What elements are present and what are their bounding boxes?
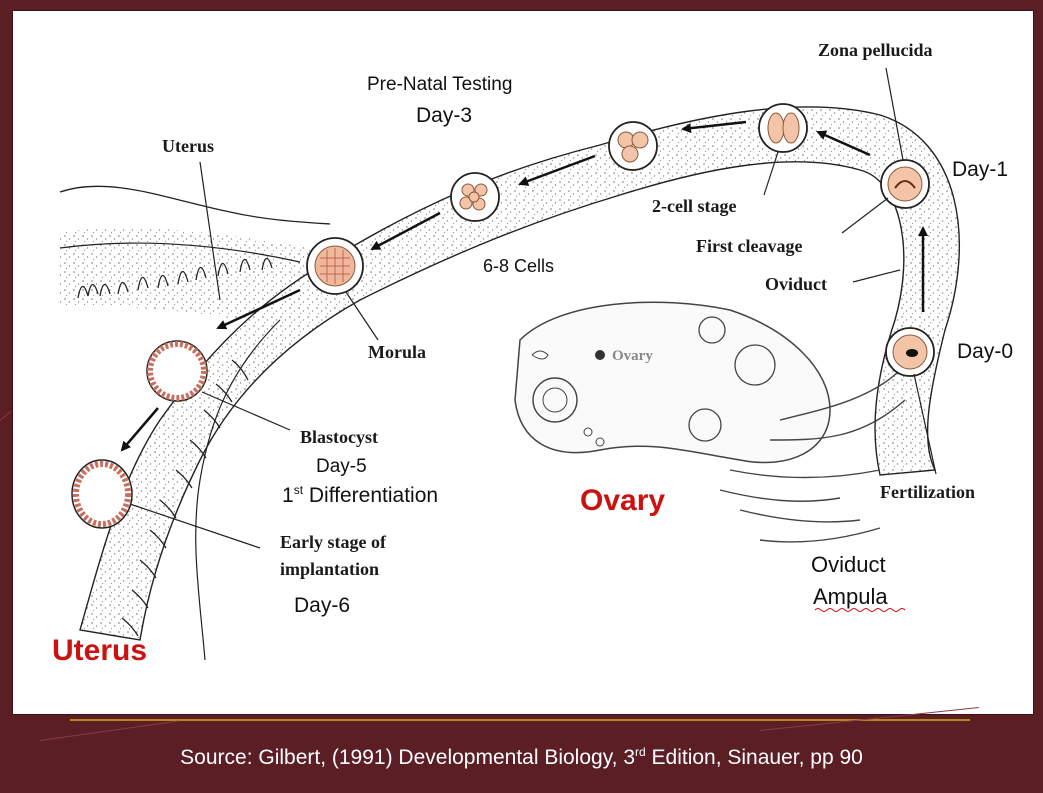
label-6-8-cells: 6-8 Cells — [483, 256, 554, 276]
uterine-wall-outline — [60, 186, 330, 224]
zygote-day1 — [881, 160, 929, 208]
label-ovary-small: Ovary — [612, 348, 653, 364]
label-oviduct-ampula-2: Ampula — [813, 584, 888, 609]
zygote-day0 — [886, 328, 934, 376]
label-uterus-big: Uterus — [52, 634, 147, 667]
label-early-stage-2: implantation — [280, 559, 379, 579]
ovary-illustration — [515, 302, 830, 462]
morula-embryo — [307, 238, 363, 294]
label-fertilization: Fertilization — [880, 482, 975, 502]
label-first-differentiation: 1st Differentiation — [282, 483, 438, 507]
two-cell-embryo — [759, 104, 807, 152]
label-oviduct: Oviduct — [765, 274, 827, 294]
label-day3: Day-3 — [416, 104, 472, 127]
implanting-embryo — [72, 460, 132, 528]
label-day5: Day-5 — [316, 456, 367, 477]
label-day6: Day-6 — [294, 594, 350, 617]
label-prenatal-testing: Pre-Natal Testing — [367, 74, 512, 95]
four-cell-embryo — [609, 122, 657, 170]
eight-cell-embryo — [451, 173, 499, 221]
source-citation: Source: Gilbert, (1991) Developmental Bi… — [0, 745, 1043, 770]
label-oviduct-ampula-1: Oviduct — [811, 552, 886, 577]
label-uterus-small: Uterus — [162, 136, 214, 156]
label-zona-pellucida: Zona pellucida — [818, 40, 933, 60]
label-ovary-big: Ovary — [580, 484, 665, 517]
label-day1: Day-1 — [952, 158, 1008, 181]
label-early-stage-1: Early stage of — [280, 532, 387, 552]
label-day0: Day-0 — [957, 340, 1013, 363]
label-blastocyst: Blastocyst — [300, 427, 378, 447]
label-2-cell-stage: 2-cell stage — [652, 196, 736, 216]
label-morula: Morula — [368, 342, 426, 362]
blastocyst-embryo — [147, 341, 207, 401]
label-first-cleavage: First cleavage — [696, 236, 802, 256]
footer-divider — [70, 719, 970, 721]
